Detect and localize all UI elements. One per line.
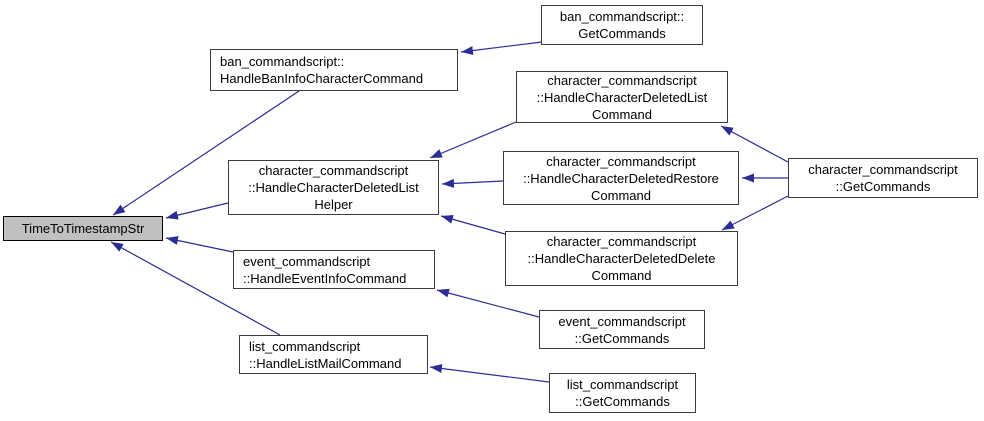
node-label-line: Command xyxy=(591,187,651,203)
node-label-line: event_commandscript xyxy=(558,313,686,329)
edge-deletedrestore-to-helper xyxy=(441,178,504,188)
edge-deletedlist-helper-to-root xyxy=(165,202,229,220)
node-label-line: ::HandleCharacterDeletedList xyxy=(536,89,708,105)
node-label-line: list_commandscript xyxy=(249,338,361,354)
node-label-line: event_commandscript xyxy=(243,253,371,269)
node-label-line: character_commandscript xyxy=(546,234,697,249)
node-label-line: TimeToTimestampStr xyxy=(21,221,145,236)
node-label-line: character_commandscript xyxy=(546,153,696,169)
node-label-line: list_commandscript xyxy=(566,377,679,392)
node-event-handle-event-info-command[interactable]: event_commandscript ::HandleEventInfoCom… xyxy=(233,250,435,289)
edge-event-getcommands-to-eventinfo xyxy=(436,288,540,318)
node-label-line: ::GetCommands xyxy=(575,394,670,409)
node-label-line: ban_commandscript:: xyxy=(220,54,345,69)
node-label-line: Command xyxy=(591,268,652,283)
edge-list-getcommands-to-listmail xyxy=(429,364,550,383)
node-character-get-commands[interactable]: character_commandscript ::GetCommands xyxy=(788,158,978,198)
edge-deletedlist-command-to-helper xyxy=(429,121,517,159)
edge-ban-getcommands-to-ban-handler xyxy=(460,41,543,55)
node-label-line: ::HandleListMailCommand xyxy=(249,355,402,371)
node-event-get-commands[interactable]: event_commandscript ::GetCommands xyxy=(539,310,705,349)
node-character-handle-character-deleted-delete-command[interactable]: character_commandscript ::HandleCharacte… xyxy=(505,231,738,286)
edge-deleteddelete-to-helper xyxy=(440,214,506,235)
edge-eventinfo-to-root xyxy=(165,236,234,253)
node-label-line: Helper xyxy=(314,197,353,212)
node-character-handle-character-deleted-restore-command[interactable]: character_commandscript ::HandleCharacte… xyxy=(503,151,739,205)
node-list-get-commands[interactable]: list_commandscript ::GetCommands xyxy=(549,373,696,413)
node-label-line: GetCommands xyxy=(578,26,666,41)
node-label-line: character_commandscript xyxy=(258,163,409,178)
edge-listmail-to-root xyxy=(110,241,281,336)
node-label-line: HandleBanInfoCharacterCommand xyxy=(220,71,424,86)
node-ban-handle-ban-info-character-command[interactable]: ban_commandscript:: HandleBanInfoCharact… xyxy=(210,49,458,91)
node-label-line: ::HandleCharacterDeletedList xyxy=(248,180,419,195)
node-label-line: character_commandscript xyxy=(808,162,958,177)
node-label-line: ::GetCommands xyxy=(835,179,931,194)
node-label-line: Command xyxy=(592,106,652,122)
node-label-line: ::HandleEventInfoCommand xyxy=(243,270,407,286)
node-label-line: ::GetCommands xyxy=(574,330,670,346)
node-label-line: ::HandleCharacterDeletedRestore xyxy=(523,170,719,186)
edge-char-getcommands-to-deleteddelete xyxy=(721,195,789,231)
node-character-handle-character-deleted-list-command[interactable]: character_commandscript ::HandleCharacte… xyxy=(516,71,728,123)
node-character-handle-character-deleted-list-helper[interactable]: character_commandscript ::HandleCharacte… xyxy=(228,160,439,215)
node-list-handle-list-mail-command[interactable]: list_commandscript ::HandleListMailComma… xyxy=(239,335,428,374)
node-ban-get-commands[interactable]: ban_commandscript:: GetCommands xyxy=(541,5,703,45)
node-label-line: ban_commandscript:: xyxy=(559,9,685,24)
edge-char-getcommands-to-deletedlist xyxy=(720,125,789,163)
edge-ban-handler-to-root xyxy=(112,90,300,216)
node-label-line: ::HandleCharacterDeletedDelete xyxy=(527,251,716,266)
node-time-to-timestamp-str[interactable]: TimeToTimestampStr xyxy=(3,216,163,241)
node-label-line: character_commandscript xyxy=(547,72,697,88)
